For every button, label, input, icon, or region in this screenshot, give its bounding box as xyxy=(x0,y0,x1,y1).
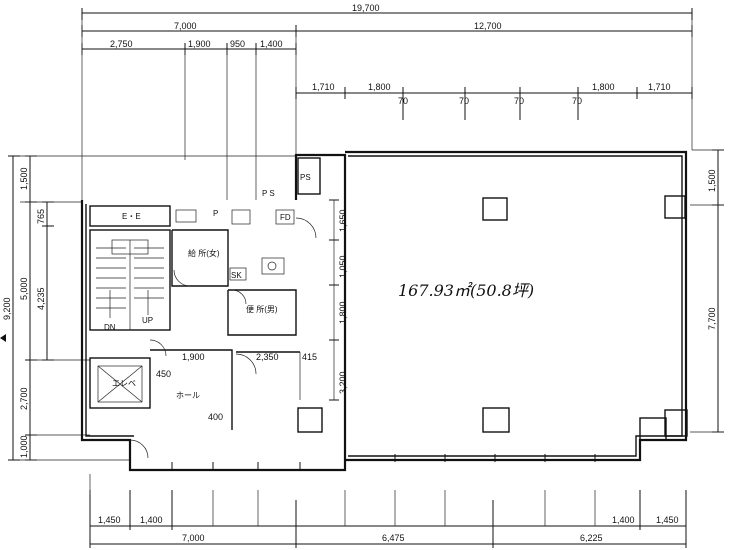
dim-1900: 1,900 xyxy=(188,39,211,49)
dim-1650: 1,650 xyxy=(338,209,348,232)
dim-r-1800b: 1,800 xyxy=(592,82,615,92)
column xyxy=(482,197,508,221)
sk-label: SK xyxy=(231,271,242,280)
dim-415: 415 xyxy=(302,352,317,362)
dim-r-1800a: 1,800 xyxy=(368,82,391,92)
column xyxy=(297,407,323,433)
dim-1400: 1,400 xyxy=(260,39,283,49)
dim-450: 450 xyxy=(156,369,171,379)
dim-b-7000: 7,000 xyxy=(182,533,205,543)
dim-950: 950 xyxy=(230,39,245,49)
dim-r-70a: 70 xyxy=(398,96,408,106)
dim-b-1400a: 1,400 xyxy=(140,515,163,525)
dim-left-765: 765 xyxy=(36,209,46,224)
dim-3200: 3,200 xyxy=(338,371,348,394)
dim-left-1000: 1,000 xyxy=(19,435,29,458)
toilet-label: 便 所(男) xyxy=(246,304,278,314)
dim-1800: 1,800 xyxy=(338,301,348,324)
storage-label: E・E xyxy=(122,212,141,221)
dim-right-1500: 1,500 xyxy=(707,169,717,192)
building-walls xyxy=(80,150,688,472)
dim-left-2700: 2,700 xyxy=(19,387,29,410)
storage-room xyxy=(89,205,171,227)
hall-label: ホール xyxy=(176,391,200,400)
dim-r-70d: 70 xyxy=(572,96,582,106)
dim-b-6475: 6,475 xyxy=(382,533,405,543)
dim-b-6225: 6,225 xyxy=(580,533,603,543)
top-dimensions: 19,700 7,000 12,700 2,750 1,900 950 1,40… xyxy=(81,3,693,200)
kitchen-label: 給 所(女) xyxy=(188,248,220,258)
dim-1050: 1,050 xyxy=(338,255,348,278)
dim-b-1450b: 1,450 xyxy=(656,515,679,525)
column xyxy=(482,407,510,433)
inner-dimensions: 1,650 1,050 1,800 3,200 1,900 2,350 415 … xyxy=(156,199,348,422)
dim-2350: 2,350 xyxy=(256,352,279,362)
core-interior: E・E DN UP 給 所(女) SK xyxy=(89,157,321,459)
left-dimensions: 9,200 1,500 5,000 2,700 1,000 765 4,235 xyxy=(2,155,296,461)
elevator-label: エレベ xyxy=(112,379,136,388)
pipe-space-label: P S xyxy=(262,189,275,198)
dim-400: 400 xyxy=(208,412,223,422)
right-dimensions: 1,500 7,700 xyxy=(690,149,724,433)
stair-dn-label: DN xyxy=(104,323,116,332)
dim-1900-inner: 1,900 xyxy=(182,352,205,362)
ps-small-label: P xyxy=(213,209,218,218)
bottom-dimensions: 1,450 1,400 7,000 6,475 6,225 1,400 1,45… xyxy=(89,474,687,548)
ps-label: PS xyxy=(300,173,311,182)
dim-right-total: 12,700 xyxy=(474,21,502,31)
stair-up-label: UP xyxy=(142,316,153,325)
dim-left-total: 7,000 xyxy=(174,21,197,31)
dim-b-1450a: 1,450 xyxy=(98,515,121,525)
ps-shaft xyxy=(297,157,321,195)
entry-arrow-icon xyxy=(0,334,6,342)
dim-left-1500: 1,500 xyxy=(19,167,29,190)
dim-2750: 2,750 xyxy=(110,39,133,49)
dim-r-1710a: 1,710 xyxy=(312,82,335,92)
dim-b-1400b: 1,400 xyxy=(612,515,635,525)
dim-left-4235: 4,235 xyxy=(36,287,46,310)
dim-r-70c: 70 xyxy=(514,96,524,106)
dim-left-total: 9,200 xyxy=(2,297,12,320)
dim-right-7700: 7,700 xyxy=(707,307,717,330)
dim-r-70b: 70 xyxy=(459,96,469,106)
dim-overall: 19,700 xyxy=(352,3,380,13)
office-area-label: 167.93㎡(50.8坪) xyxy=(398,281,534,300)
fd-label: FD xyxy=(280,213,291,222)
dim-r-1710b: 1,710 xyxy=(648,82,671,92)
dim-left-5000: 5,000 xyxy=(19,277,29,300)
elevator xyxy=(89,357,151,409)
